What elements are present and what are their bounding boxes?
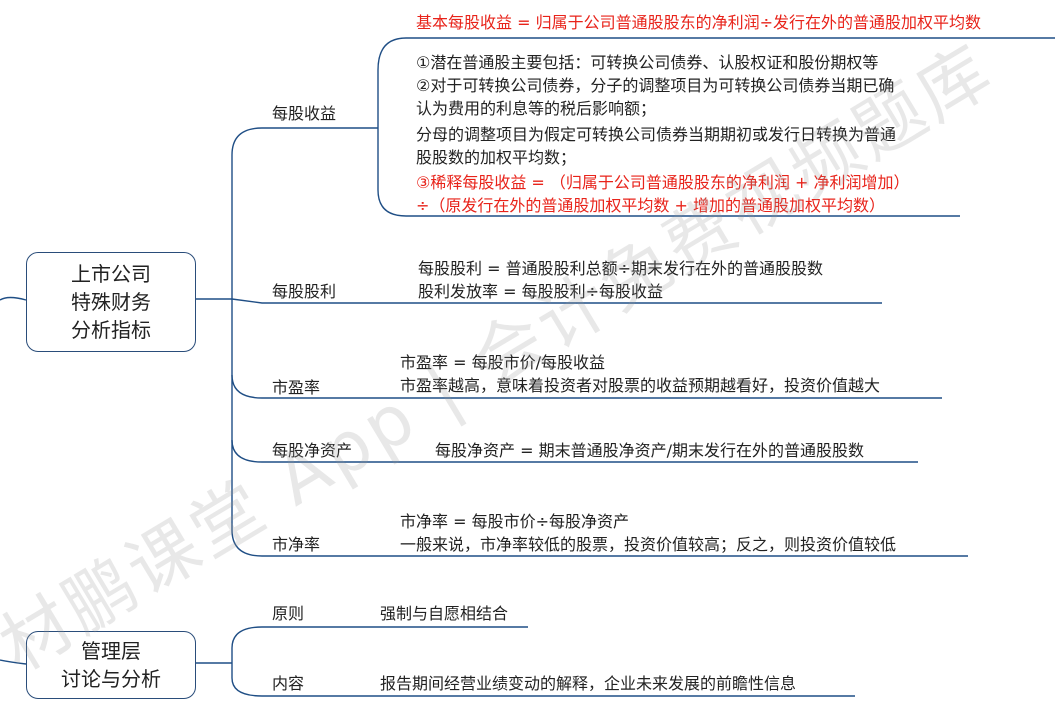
branch-curve-content <box>231 663 855 697</box>
pe-line-2: 市盈率越高，意味着投资者对股票的收益预期越看好，投资价值越大 <box>400 376 881 395</box>
eps-diluted-formula-2: ÷（原发行在外的普通股加权平均数 + 增加的普通股加权平均数） <box>416 196 885 215</box>
branch-label-content[interactable]: 内容 <box>272 674 305 693</box>
dps-line-1: 每股股利 = 普通股股利总额÷期末发行在外的普通股股数 <box>418 259 823 278</box>
root-node-listed-line3: 分析指标 <box>71 318 151 342</box>
eps-detail-line-5: 股股数的加权平均数； <box>416 148 577 167</box>
root-node-listed-company[interactable]: 上市公司 特殊财务 分析指标 <box>26 252 196 352</box>
root-node-listed-line2: 特殊财务 <box>71 290 151 314</box>
branch-label-eps[interactable]: 每股收益 <box>272 104 337 123</box>
root-node-mgmt-line1: 管理层 <box>81 639 141 663</box>
branch-label-pb[interactable]: 市净率 <box>272 535 321 554</box>
eps-brace-lower <box>377 128 960 217</box>
eps-detail-line-2: ②对于可转换公司债券，分子的调整项目为可转换公司债券当期已确 <box>416 76 895 95</box>
bvps-line-1: 每股净资产 = 期末普通股净资产/期末发行在外的普通股股数 <box>435 441 864 460</box>
principle-line-1: 强制与自愿相结合 <box>380 604 509 623</box>
pb-line-1: 市净率 = 每股市价÷每股净资产 <box>400 512 629 531</box>
eps-detail-line-1: ①潜在普通股主要包括：可转换公司债券、认股权证和股份期权等 <box>416 53 879 72</box>
pb-line-2: 一般来说，市净率较低的股票，投资价值较高；反之，则投资价值较低 <box>400 535 897 554</box>
root-node-listed-line1: 上市公司 <box>71 262 151 286</box>
eps-brace <box>377 37 1055 128</box>
branch-label-pe[interactable]: 市盈率 <box>272 378 321 397</box>
root-node-mgmt-line2: 讨论与分析 <box>61 667 161 691</box>
eps-diluted-formula-1: ③稀释每股收益 = （归属于公司普通股股东的净利润 + 净利润增加） <box>416 173 910 192</box>
root-connector-top <box>0 296 27 301</box>
branch-curve-eps <box>231 127 378 299</box>
eps-detail-line-3: 认为费用的利息等的税后影响额； <box>416 99 657 118</box>
branch-curve-principle <box>231 626 528 663</box>
root-node-management[interactable]: 管理层 讨论与分析 <box>26 631 196 699</box>
branch-label-bvps[interactable]: 每股净资产 <box>272 441 353 460</box>
branch-label-principle[interactable]: 原则 <box>272 604 305 623</box>
eps-detail-line-4: 分母的调整项目为假定可转换公司债券当期期初或发行日转换为普通 <box>416 125 897 144</box>
branch-label-dps[interactable]: 每股股利 <box>272 282 337 301</box>
pe-line-1: 市盈率 = 每股市价/每股收益 <box>400 353 605 372</box>
dps-line-2: 股利发放率 = 每股股利÷每股收益 <box>418 282 663 301</box>
eps-basic-formula: 基本每股收益 = 归属于公司普通股股东的净利润÷发行在外的普通股加权平均数 <box>416 13 981 32</box>
branch-curve-pb <box>231 440 968 557</box>
root-connector-bottom <box>0 659 27 665</box>
content-line-1: 报告期间经营业绩变动的解释，企业未来发展的前瞻性信息 <box>380 674 797 693</box>
branch-curve-dps <box>231 298 882 304</box>
